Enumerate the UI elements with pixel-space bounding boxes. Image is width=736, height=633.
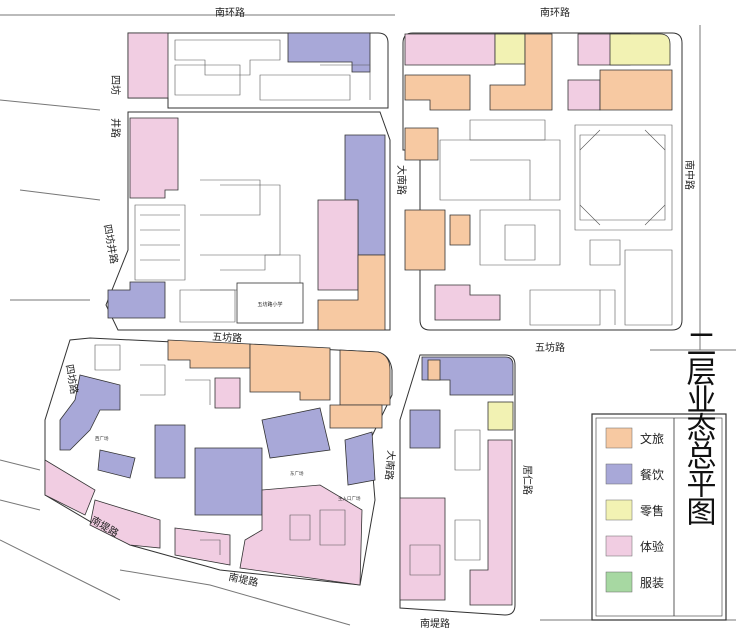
- legend-swatch-retail: [605, 499, 633, 521]
- legend: 文旅 餐饮 零售 体验 服装 二层业态总平图: [591, 328, 727, 621]
- dining-unit: [194, 447, 263, 516]
- experience-unit: [174, 527, 231, 566]
- road-label-wufang-east: 五坊路: [535, 341, 565, 354]
- cultural-tourism-unit: [339, 349, 391, 406]
- cultural-tourism-unit: [599, 69, 673, 111]
- dining-unit: [107, 281, 166, 319]
- retail-unit: [487, 401, 514, 431]
- retail-unit: [609, 33, 671, 66]
- retail-unit: [494, 33, 526, 65]
- main-entrance-label: 主入口广场: [338, 495, 361, 502]
- legend-swatch-dining: [605, 463, 633, 485]
- cultural-tourism-unit: [404, 127, 439, 161]
- experience-unit: [317, 199, 359, 291]
- dining-unit: [421, 356, 514, 396]
- experience-unit: [404, 33, 496, 66]
- school-building: [236, 282, 304, 324]
- experience-unit: [567, 79, 601, 111]
- legend-swatch-apparel: [605, 571, 633, 593]
- legend-swatch-experience: [605, 535, 633, 557]
- legend-title: 二层业态总平图: [681, 328, 717, 526]
- dining-unit: [97, 449, 136, 479]
- road-label-nanhuan-east: 南环路: [540, 6, 570, 19]
- legend-label-dining: 餐饮: [640, 467, 664, 482]
- experience-unit: [469, 439, 513, 606]
- dining-unit: [59, 374, 121, 451]
- experience-unit: [434, 284, 501, 321]
- experience-unit: [127, 32, 169, 99]
- legend-label-experience: 体验: [640, 539, 664, 554]
- experience-unit: [214, 377, 241, 409]
- road-label-sifang-upper-b: 井路: [109, 118, 122, 138]
- block-se-buildings: [409, 429, 481, 576]
- experience-unit: [44, 459, 96, 516]
- dining-unit: [409, 409, 441, 449]
- legend-label-retail: 零售: [640, 503, 664, 518]
- west-square-label: 西广场: [95, 435, 109, 442]
- cultural-tourism-unit: [449, 214, 471, 246]
- dining-unit: [154, 424, 186, 479]
- cultural-tourism-unit: [249, 343, 331, 401]
- experience-unit: [89, 499, 161, 549]
- road-edges: [0, 14, 736, 626]
- dining-unit: [344, 431, 376, 486]
- road-label-danan-upper: 大南路: [395, 165, 408, 195]
- legend-label-apparel: 服装: [640, 576, 664, 590]
- road-label-wufang-west: 五坊路: [212, 330, 243, 345]
- experience-unit: [129, 117, 179, 199]
- dining-unit: [261, 407, 331, 459]
- road-label-nandi-east: 南堤路: [420, 617, 450, 630]
- cultural-tourism-unit: [329, 404, 383, 429]
- school-label: 五坊路小学: [257, 301, 282, 308]
- cultural-tourism-unit: [404, 74, 471, 111]
- block-sw-buildings: [94, 344, 346, 555]
- legend-swatch-cultural-tourism: [605, 427, 633, 449]
- experience-unit: [399, 497, 446, 601]
- road-label-danan-lower: 大南路: [382, 450, 398, 481]
- cultural-tourism-unit: [317, 254, 386, 331]
- block-ne-buildings: [439, 119, 673, 326]
- road-label-juren: 居仁路: [521, 465, 534, 495]
- cultural-tourism-unit: [489, 33, 553, 111]
- road-label-nanzhong: 南中路: [683, 160, 696, 190]
- road-label-sifang-upper-a: 四坊: [109, 75, 122, 95]
- cultural-tourism-unit: [427, 359, 441, 381]
- legend-label-cultural-tourism: 文旅: [640, 431, 664, 446]
- east-square-label: 东广场: [290, 470, 304, 477]
- road-label-nanhuan-west: 南环路: [215, 6, 245, 19]
- cultural-tourism-unit: [404, 209, 446, 271]
- block-nw-buildings: [174, 39, 371, 101]
- dining-unit: [287, 32, 371, 73]
